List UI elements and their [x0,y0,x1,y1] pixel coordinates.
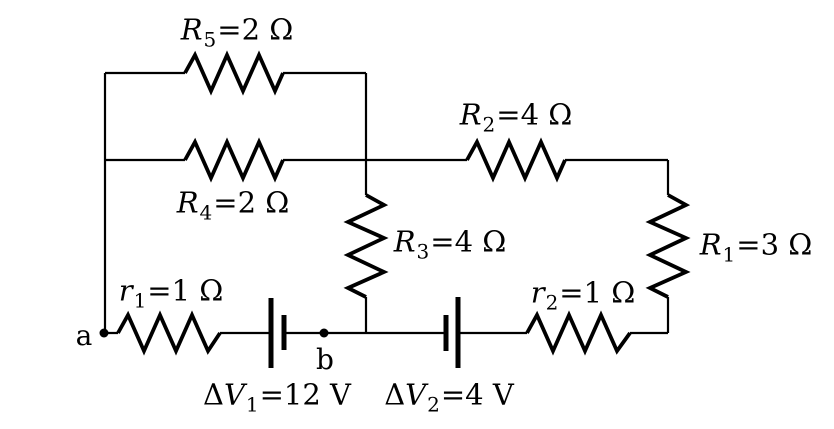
label-resistor-R3: R3=4 Ω [393,224,507,264]
label-resistor-r1: r1=1 Ω [118,273,224,313]
resistor-r1 [116,310,222,356]
label-resistor-R4: R4=2 Ω [176,185,290,225]
label-resistor-R5: R5=2 Ω [180,12,294,52]
label-resistor-r2: r2=1 Ω [530,275,636,315]
wires [103,71,670,335]
resistor-R4 [183,137,285,183]
label-battery-V2: ΔV2=4 V [384,377,514,417]
node-a-dot [99,328,109,338]
label-resistor-R1: R1=3 Ω [699,227,813,267]
label-node-a: a [75,319,93,352]
resistor-R1 [645,193,691,299]
label-battery-V1: ΔV1=12 V [202,377,352,417]
resistor-R2 [465,137,567,183]
node-b-dot [319,328,329,338]
battery-V2 [443,297,461,368]
resistor-R5 [183,50,285,96]
battery-V1 [268,298,287,368]
resistors [116,50,691,356]
label-node-b: b [316,343,334,376]
resistor-r2 [525,310,632,356]
resistor-R3 [343,193,389,299]
label-resistor-R2: R2=4 Ω [459,97,573,137]
